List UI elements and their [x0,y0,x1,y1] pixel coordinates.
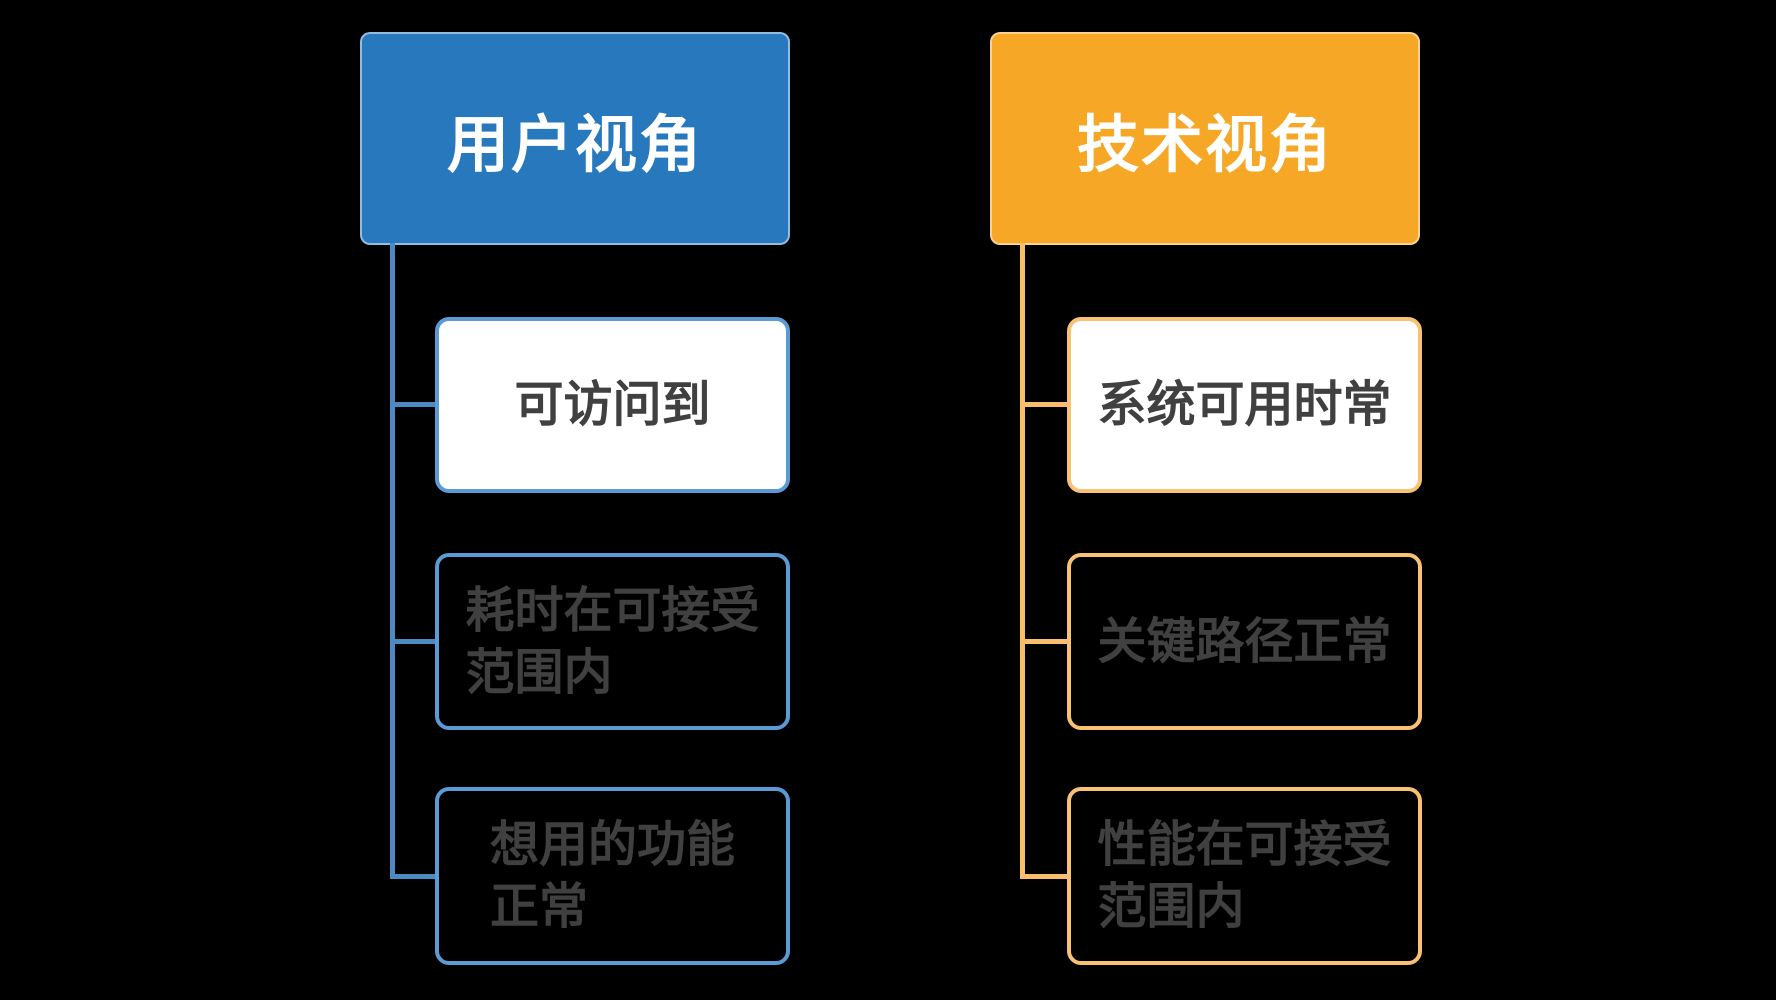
user-connector-branch-3 [390,874,435,879]
tech-perspective-header-label: 技术视角 [1076,110,1333,180]
user-perspective-header-box: 用户视角 [360,32,790,245]
node-latency-acceptable: 耗时在可接受 范围内 [435,553,790,730]
node-performance-acceptable-label: 性能在可接受 范围内 [1097,818,1392,934]
tech-connector-branch-1 [1020,402,1067,407]
node-latency-acceptable-label: 耗时在可接受 范围内 [465,583,760,700]
user-perspective-header-label: 用户视角 [446,110,703,180]
node-critical-path-normal: 关键路径正常 [1067,553,1422,730]
node-features-working-label: 想用的功能 正常 [489,818,735,934]
node-critical-path-normal-label: 关键路径正常 [1097,614,1392,669]
node-system-uptime-label: 系统可用时常 [1097,378,1392,432]
node-system-uptime: 系统可用时常 [1067,317,1422,493]
node-accessible: 可访问到 [435,317,790,493]
tech-perspective-header-box: 技术视角 [990,32,1420,245]
tech-connector-trunk [1020,243,1025,879]
node-performance-acceptable: 性能在可接受 范围内 [1067,787,1422,965]
node-features-working: 想用的功能 正常 [435,787,790,965]
user-connector-branch-2 [390,639,435,644]
user-connector-trunk [390,243,395,879]
tech-connector-branch-3 [1020,874,1067,879]
tech-connector-branch-2 [1020,639,1067,644]
user-connector-branch-1 [390,402,435,407]
node-accessible-label: 可访问到 [514,378,711,432]
